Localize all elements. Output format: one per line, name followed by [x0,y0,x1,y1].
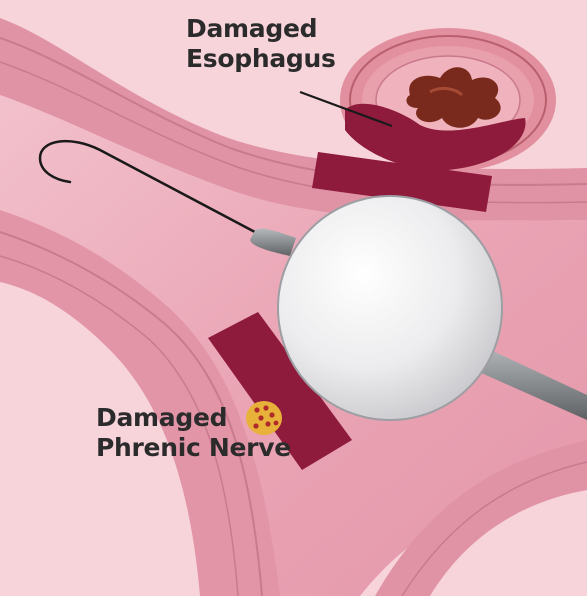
phrenic-nerve-label-line1: Damaged [96,403,291,433]
phrenic-nerve-label: Damaged Phrenic Nerve [96,403,291,463]
phrenic-nerve-label-line2: Phrenic Nerve [96,433,291,463]
cryoballoon-icon [278,196,502,420]
esophagus-label-line1: Damaged [186,14,336,44]
esophagus-label-line2: Esophagus [186,44,336,74]
esophagus-label: Damaged Esophagus [186,14,336,74]
